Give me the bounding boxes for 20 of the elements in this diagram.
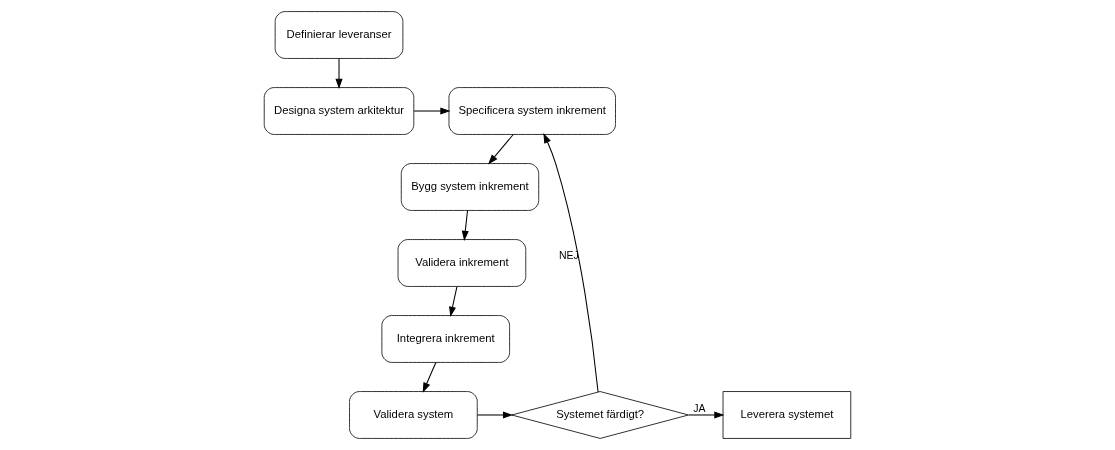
node-box: Bygg system inkrement xyxy=(400,163,540,211)
node-box: Specificera system inkrement xyxy=(448,87,616,135)
node-diamond: Systemet färdigt? xyxy=(511,391,689,439)
arrow xyxy=(422,362,437,393)
node-box: Designa system arkitektur xyxy=(263,87,415,135)
node-box: Definierar leveranser xyxy=(274,11,404,59)
edge-label: JA xyxy=(693,402,706,415)
arrow xyxy=(543,133,599,393)
arrow xyxy=(413,107,451,115)
arrow xyxy=(688,411,725,419)
arrow xyxy=(449,286,458,317)
arrow xyxy=(488,134,514,165)
node-box: Validera system xyxy=(349,391,478,439)
node-box: Integrera inkrement xyxy=(381,315,510,363)
arrow xyxy=(477,411,514,419)
edge-label: NEJ xyxy=(558,248,579,261)
arrow xyxy=(461,210,469,241)
node-box: Leverera systemet xyxy=(722,391,852,439)
arrow xyxy=(335,58,343,89)
node-box: Validera inkrement xyxy=(397,239,527,287)
